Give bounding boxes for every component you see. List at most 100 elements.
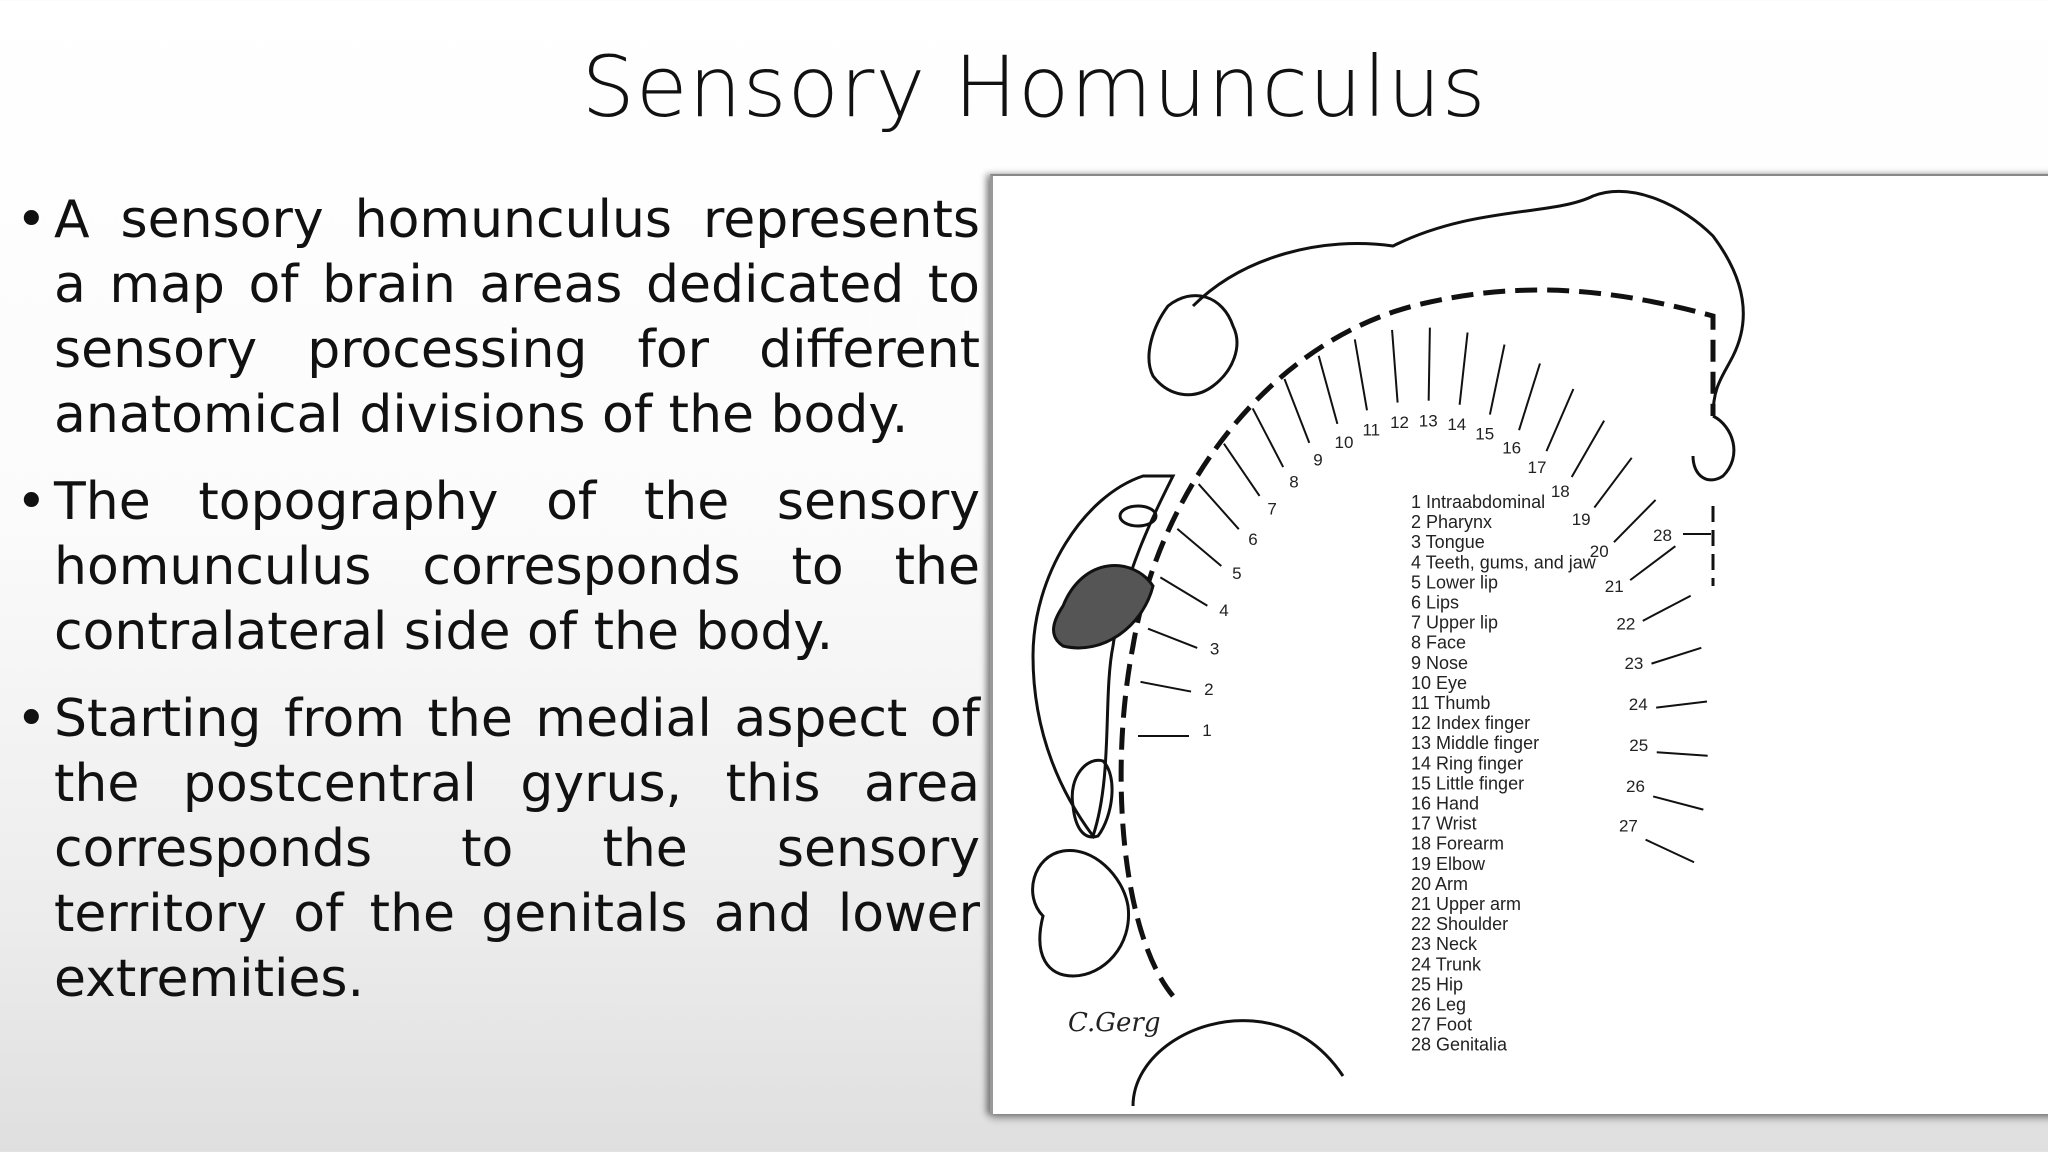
tick-number: 7 <box>1267 499 1276 518</box>
legend-item: 2 Pharynx <box>1411 512 1492 532</box>
bullet-text: A sensory homunculus represents a map of… <box>54 190 980 445</box>
tick-number: 2 <box>1204 680 1213 699</box>
tick-number: 3 <box>1210 640 1219 659</box>
tick-mark <box>1629 545 1676 581</box>
tick-mark <box>1197 483 1240 530</box>
bullet-list: • A sensory homunculus represents a map … <box>16 188 980 1034</box>
legend-item: 7 Upper lip <box>1411 613 1498 633</box>
legend-item: 24 Trunk <box>1411 954 1482 974</box>
bullet-dot: • <box>16 190 47 250</box>
legend-item: 8 Face <box>1411 633 1466 653</box>
legend-item: 22 Shoulder <box>1411 914 1508 934</box>
eye-drawing <box>1118 504 1158 528</box>
legend-item: 6 Lips <box>1411 593 1459 613</box>
tick-mark <box>1159 576 1208 607</box>
tick-number: 15 <box>1475 424 1494 443</box>
tick-number: 10 <box>1335 433 1354 452</box>
tick-mark <box>1488 344 1506 415</box>
legend-item: 13 Middle finger <box>1411 733 1539 753</box>
tick-number: 25 <box>1629 736 1648 755</box>
tick-mark <box>1656 700 1708 709</box>
legend-item: 12 Index finger <box>1411 713 1530 733</box>
tick-mark <box>1391 329 1399 403</box>
tick-number: 1 <box>1202 721 1211 740</box>
legend-item: 9 Nose <box>1411 653 1468 673</box>
tick-number: 5 <box>1232 564 1241 583</box>
legend-item: 23 Neck <box>1411 934 1478 954</box>
tick-number: 27 <box>1619 817 1638 836</box>
legend-item: 14 Ring finger <box>1411 753 1523 773</box>
bullet-text: The topography of the sensory homunculus… <box>54 472 980 662</box>
legend-item: 27 Foot <box>1411 1015 1472 1035</box>
tick-number: 4 <box>1219 601 1228 620</box>
tick-mark <box>1353 339 1368 411</box>
tick-number: 22 <box>1616 615 1635 634</box>
legend-item: 17 Wrist <box>1411 814 1477 834</box>
legend-item: 25 Hip <box>1411 974 1463 994</box>
tick-number: 6 <box>1248 530 1257 549</box>
tick-mark <box>1645 838 1695 864</box>
tick-number: 23 <box>1624 654 1643 673</box>
legend-item: 15 Little finger <box>1411 773 1524 793</box>
tick-number: 21 <box>1605 577 1624 596</box>
tick-number: 9 <box>1313 450 1322 469</box>
legend-item: 10 Eye <box>1411 673 1467 693</box>
tick-number: 17 <box>1528 458 1547 477</box>
bullet-text: Starting from the medial aspect of the p… <box>54 689 980 1009</box>
homunculus-outline <box>1191 190 1745 482</box>
tick-mark <box>1656 751 1708 757</box>
legend-item: 26 Leg <box>1411 995 1466 1015</box>
bullet-dot: • <box>16 689 47 749</box>
tick-mark <box>1176 528 1222 567</box>
tick-mark <box>1642 594 1692 622</box>
bullet-item: • A sensory homunculus represents a map … <box>16 188 980 448</box>
legend-item: 4 Teeth, gums, and jaw <box>1411 552 1597 572</box>
tick-number: 11 <box>1362 420 1380 439</box>
tick-mark <box>1518 363 1541 431</box>
legend-item: 5 Lower lip <box>1411 572 1498 592</box>
legend-item: 1 Intraabdominal <box>1411 492 1545 512</box>
tick-number: 19 <box>1572 510 1591 529</box>
tick-number: 13 <box>1419 411 1438 430</box>
tick-group <box>1138 327 1711 864</box>
tick-mark <box>1652 795 1704 811</box>
tick-number: 20 <box>1590 542 1609 561</box>
slide-title: Sensory Homunculus <box>581 38 1487 136</box>
tick-mark <box>1147 627 1198 649</box>
bullet-dot: • <box>16 472 47 532</box>
tick-mark <box>1251 407 1285 468</box>
legend-item: 11 Thumb <box>1411 693 1490 713</box>
tick-mark <box>1545 388 1575 452</box>
tick-number: 14 <box>1447 415 1466 434</box>
legend-item: 21 Upper arm <box>1411 894 1521 914</box>
tick-number: 8 <box>1289 473 1298 492</box>
face-drawing <box>1031 474 1176 840</box>
tick-number: 16 <box>1502 439 1521 458</box>
bullet-item: • Starting from the medial aspect of the… <box>16 687 980 1012</box>
hand-drawing <box>1147 294 1239 397</box>
legend-item: 28 Genitalia <box>1411 1035 1508 1055</box>
tick-number: 28 <box>1653 526 1672 545</box>
tongue-drawing <box>1070 758 1114 839</box>
tick-mark <box>1427 327 1431 401</box>
tick-mark <box>1317 355 1339 425</box>
tick-mark <box>1613 499 1657 543</box>
intestines-drawing <box>1031 848 1131 978</box>
tick-mark <box>1651 646 1702 665</box>
tick-number: 26 <box>1626 777 1645 796</box>
tick-mark <box>1140 680 1192 693</box>
legend-item: 20 Arm <box>1411 874 1468 894</box>
tick-number: 24 <box>1629 695 1648 714</box>
tick-mark <box>1458 332 1469 405</box>
cortex-arc <box>1118 287 1716 998</box>
legend-item: 18 Forearm <box>1411 834 1504 854</box>
bullet-item: • The topography of the sensory homuncul… <box>16 470 980 665</box>
tick-mark <box>1570 420 1606 478</box>
tick-number: 18 <box>1551 482 1570 501</box>
lips-drawing <box>1052 564 1155 650</box>
tick-mark <box>1593 457 1633 509</box>
artist-signature: C.Gerg <box>1068 1008 1160 1038</box>
